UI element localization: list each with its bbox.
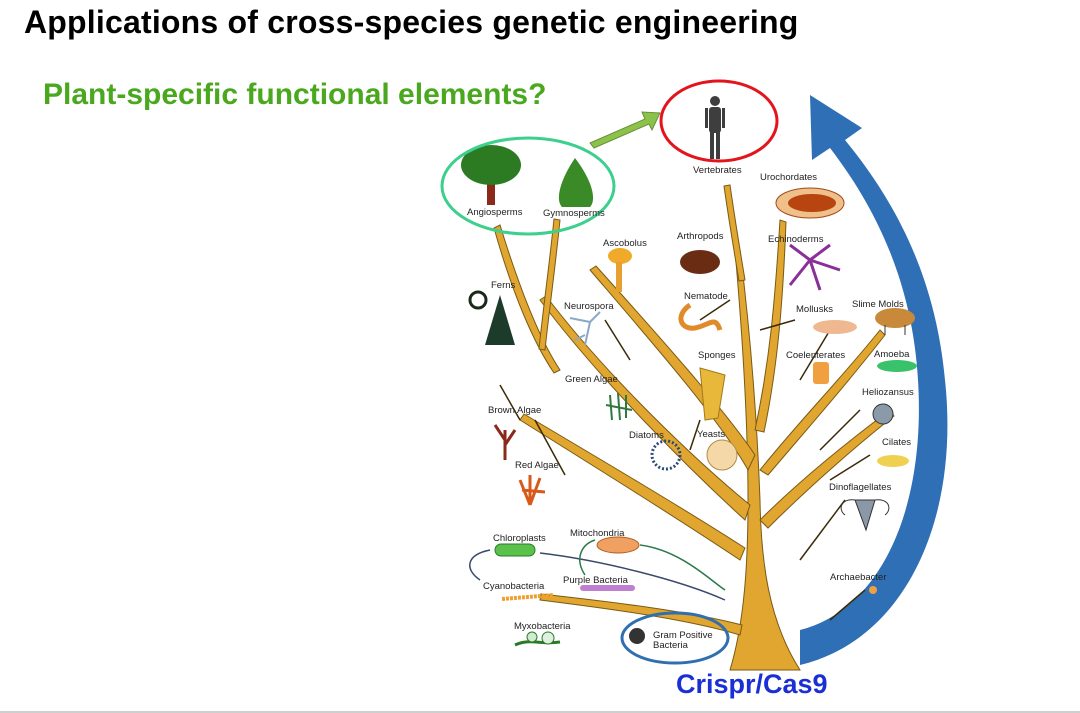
label-echinoderms: Echinoderms — [768, 234, 824, 245]
label-mollusks: Mollusks — [796, 304, 833, 315]
label-green-algae: Green Algae — [565, 374, 618, 385]
label-myxobacteria: Myxobacteria — [514, 621, 571, 632]
label-gram-positive-bacteria: Bacteria — [653, 640, 689, 651]
label-neurospora: Neurospora — [564, 301, 614, 312]
label-brown-algae: Brown Algae — [488, 405, 541, 416]
coelenterate-icon — [813, 362, 829, 384]
label-gram-positive: Gram Positive — [653, 630, 713, 641]
plants-highlight-circle — [440, 136, 616, 236]
label-angiosperms: Angiosperms — [467, 207, 523, 218]
label-gymnosperms: Gymnosperms — [543, 208, 605, 219]
endosymbiosis-arrows — [469, 539, 726, 601]
label-heliozansus: Heliozansus — [862, 387, 914, 398]
gram-positive-bacteria-icon — [629, 628, 645, 644]
label-sponges: Sponges — [698, 350, 736, 361]
label-vertebrates: Vertebrates — [693, 165, 742, 176]
vertebrates-highlight-circle — [659, 79, 779, 163]
label-cyanobacteria: Cyanobacteria — [483, 581, 545, 592]
ascobolus-icon — [608, 248, 632, 292]
green-arrow-icon — [589, 111, 661, 149]
label-chloroplasts: Chloroplasts — [493, 533, 546, 544]
sponge-icon — [699, 367, 726, 421]
purple-bacteria-icon — [580, 585, 635, 591]
brown-algae-icon — [493, 424, 517, 460]
crispr-cas9-label: Crispr/Cas9 — [676, 669, 828, 699]
arthropod-icon — [680, 250, 720, 274]
amoeba-icon — [877, 360, 917, 372]
label-mitochondria: Mitochondria — [570, 528, 625, 539]
bottom-divider — [0, 711, 1080, 713]
label-archaebacteria: Archaebacter — [830, 572, 887, 583]
mitochondria-icon — [596, 536, 640, 554]
label-purple-bacteria: Purple Bacteria — [563, 575, 629, 586]
label-coelenterates: Coelenterates — [786, 350, 845, 361]
plant-elements-question: Plant-specific functional elements? — [43, 78, 547, 111]
cyanobacteria-icon — [501, 593, 554, 601]
label-amoeba: Amoeba — [874, 349, 910, 360]
label-ascobolus: Ascobolus — [603, 238, 647, 249]
chloroplast-icon — [494, 543, 536, 557]
branch-lines — [499, 299, 871, 621]
label-ferns: Ferns — [491, 280, 516, 291]
label-cilates: Cilates — [882, 437, 911, 448]
mollusk-icon — [813, 320, 857, 334]
label-arthropods: Arthropods — [677, 231, 724, 242]
nematode-icon — [678, 302, 723, 331]
diatom-icon — [650, 439, 682, 471]
label-diatoms: Diatoms — [629, 430, 664, 441]
label-yeasts: Yeasts — [697, 429, 725, 440]
gram-positive-highlight-circle — [620, 611, 730, 665]
gymnosperm-tree-icon — [558, 158, 594, 207]
slime-mold-icon — [875, 308, 915, 335]
label-slime-molds: Slime Molds — [852, 299, 904, 310]
fern-icon — [468, 290, 515, 345]
label-urochordates: Urochordates — [760, 172, 817, 183]
myxobacteria-icon — [514, 631, 561, 647]
label-nematode: Nematode — [684, 291, 728, 302]
green-algae-icon — [605, 392, 633, 421]
dinoflagellate-icon — [840, 499, 890, 532]
heliozansus-icon — [872, 403, 894, 425]
red-algae-icon — [518, 475, 546, 506]
neurospora-icon — [569, 311, 601, 346]
echinoderm-icon — [788, 243, 841, 291]
label-dinoflagellates: Dinoflagellates — [829, 482, 892, 493]
cilate-icon — [877, 455, 909, 467]
slide-title: Applications of cross-species genetic en… — [24, 4, 799, 40]
human-silhouette-icon — [705, 96, 725, 159]
angiosperm-tree-icon — [461, 145, 521, 205]
label-red-algae: Red Algae — [515, 460, 559, 471]
yeast-icon — [706, 439, 738, 471]
big-blue-arrow — [800, 95, 948, 665]
